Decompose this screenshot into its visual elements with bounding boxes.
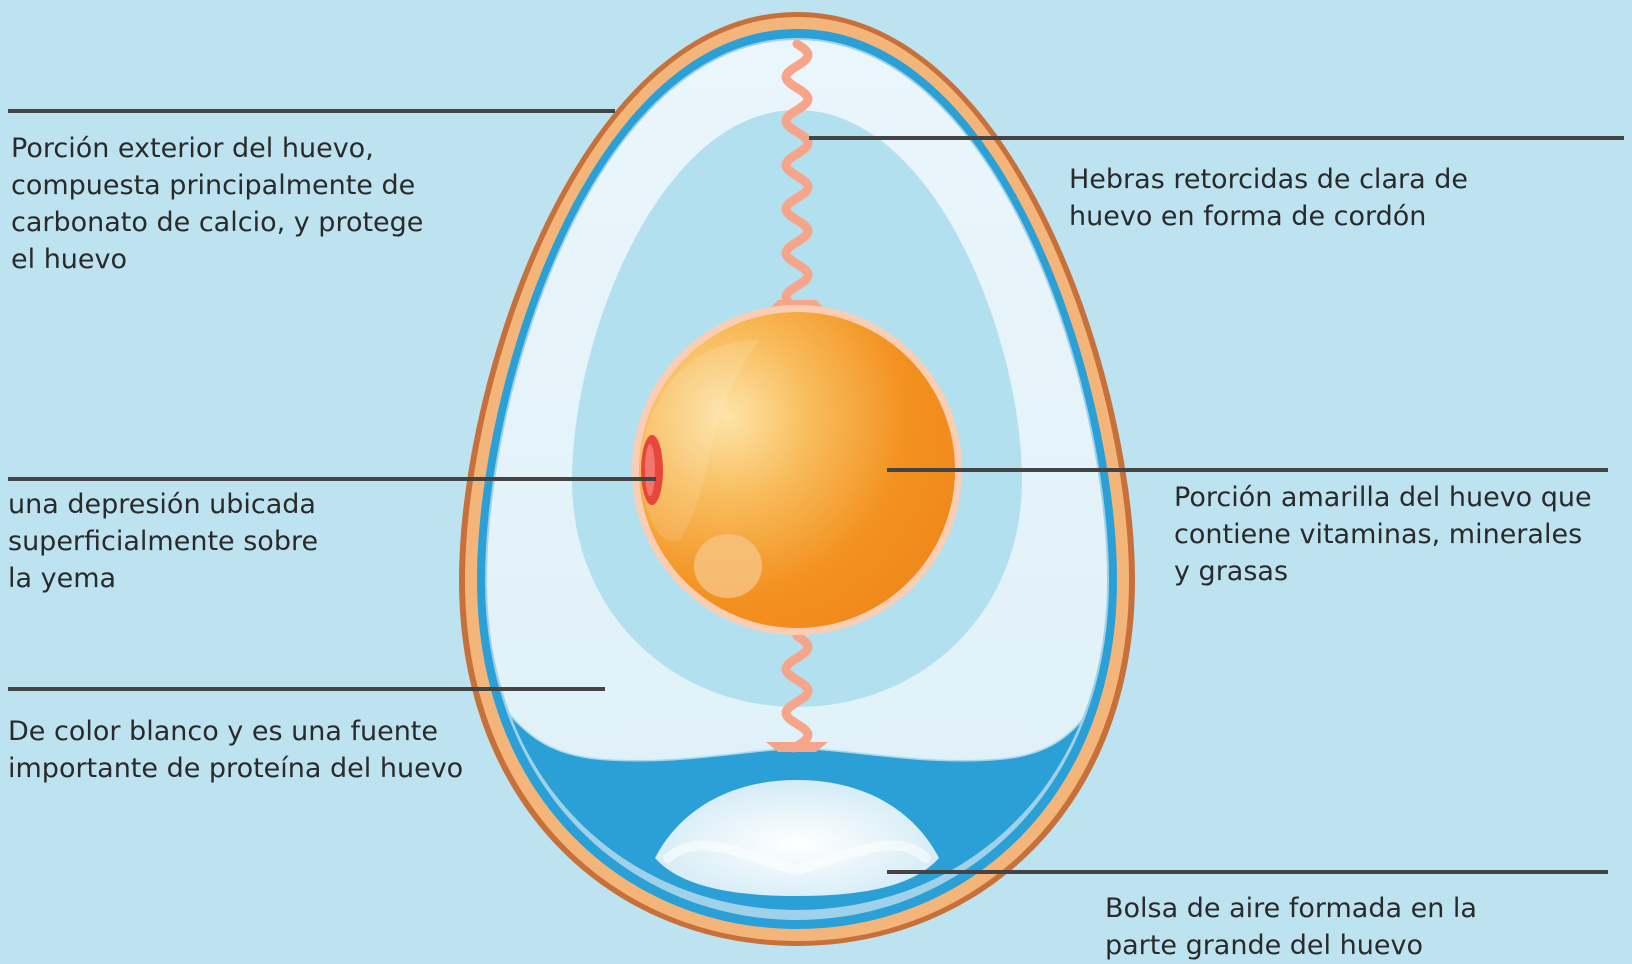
label-egg-white-line: importante de proteína del huevo <box>8 753 464 784</box>
label-egg-white: De color blanco y es una fuente importan… <box>8 713 463 787</box>
chalaza-bottom-base <box>766 742 828 752</box>
label-yolk-line: y grasas <box>1174 556 1289 587</box>
label-chalazae-line: Hebras retorcidas de clara de <box>1069 164 1468 195</box>
germinal-disc-highlight <box>645 444 655 496</box>
label-yolk: Porción amarilla del huevo que contiene … <box>1174 479 1592 590</box>
label-yolk-line: contiene vitaminas, minerales <box>1174 519 1583 550</box>
label-chalazae-line: huevo en forma de cordón <box>1069 201 1427 232</box>
label-germinal-disc-line: superficialmente sobre <box>8 526 319 557</box>
label-germinal-disc-line: una depresión ubicada <box>8 489 316 520</box>
yolk-highlight <box>640 340 760 542</box>
label-egg-white-line: De color blanco y es una fuente <box>8 716 439 747</box>
label-shell-line: compuesta principalmente de <box>11 170 416 201</box>
yolk-shine <box>694 534 762 598</box>
air-pocket <box>655 780 939 896</box>
chalaza-bottom <box>781 631 813 753</box>
label-germinal-disc: una depresión ubicada superficialmente s… <box>8 486 318 597</box>
label-shell: Porción exterior del huevo, compuesta pr… <box>11 130 423 278</box>
label-air-cell-line: Bolsa de aire formada en la <box>1105 893 1477 924</box>
air-pocket-highlight <box>663 840 931 876</box>
label-yolk-line: Porción amarilla del huevo que <box>1174 482 1592 513</box>
label-germinal-disc-line: la yema <box>8 563 117 594</box>
label-chalazae: Hebras retorcidas de clara de huevo en f… <box>1069 161 1468 235</box>
label-air-cell: Bolsa de aire formada en la parte grande… <box>1105 890 1477 964</box>
label-shell-line: carbonato de calcio, y protege <box>11 207 424 238</box>
label-air-cell-line: parte grande del huevo <box>1105 930 1423 961</box>
label-shell-line: Porción exterior del huevo, <box>11 133 374 164</box>
chalaza-top <box>781 39 813 309</box>
label-shell-line: el huevo <box>11 244 128 275</box>
